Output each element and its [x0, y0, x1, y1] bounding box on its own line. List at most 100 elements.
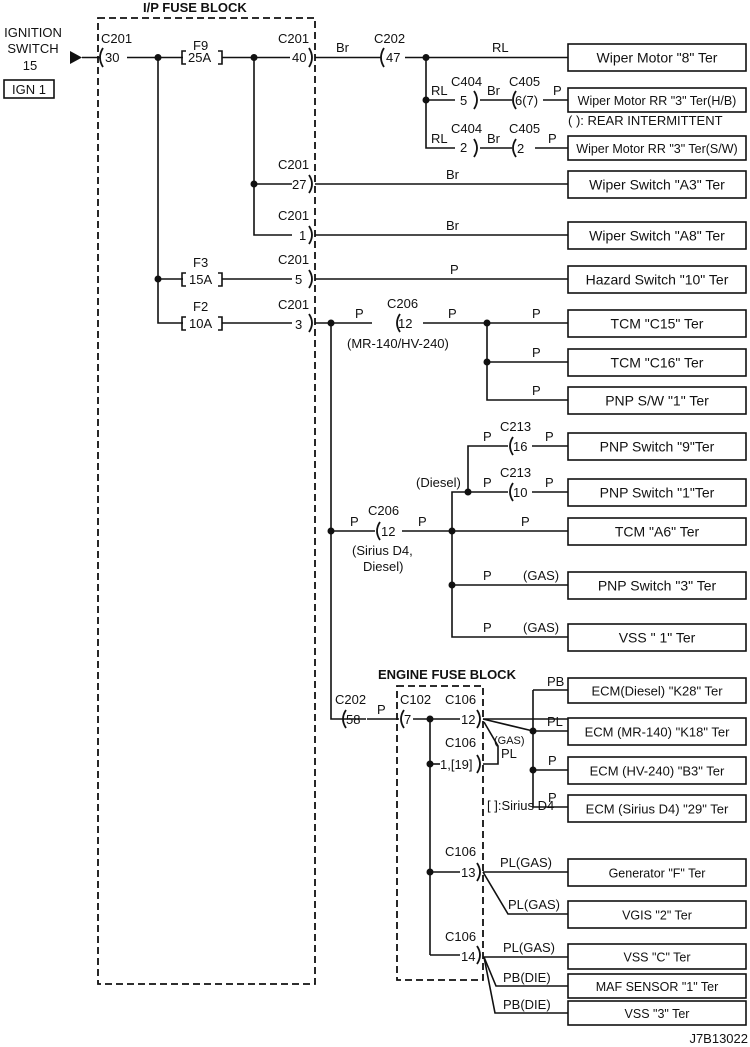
terminal-box: ECM (Sirius D4) "29" Ter: [567, 794, 747, 823]
wire-label: P: [450, 262, 459, 277]
fuse-f3-rating: 15A: [189, 272, 212, 287]
c201-30-pin: 30: [105, 50, 119, 65]
c206a-label: C206: [387, 296, 418, 311]
terminal-label: PNP Switch "1"Ter: [600, 485, 715, 501]
terminal-label: Hazard Switch "10" Ter: [586, 272, 729, 288]
c201-30-connector: [99, 47, 104, 68]
c206a-pin: 12: [398, 316, 412, 331]
c201-5-pin: 5: [295, 272, 302, 287]
wire-label: RL: [431, 131, 448, 146]
terminal-box: Wiper Switch "A3" Ter: [567, 170, 747, 199]
fuse-f3-name: F3: [193, 255, 208, 270]
terminal-box: TCM "A6" Ter: [567, 517, 747, 546]
wire-label: PL(GAS): [503, 940, 555, 955]
terminal-box-outline: [567, 386, 747, 415]
terminal-box-outline: [567, 756, 747, 785]
c404-5-label: C404: [451, 74, 482, 89]
wire-label: P: [448, 306, 457, 321]
terminal-box: PNP Switch "9"Ter: [567, 432, 747, 461]
c404-5-pin: 5: [460, 93, 467, 108]
wire-label: P: [532, 306, 541, 321]
c106-12-pin: 12: [461, 712, 475, 727]
wire-label: P: [532, 383, 541, 398]
wire-label: P: [418, 514, 427, 529]
terminal-label: Wiper Motor RR "3" Ter(H/B): [578, 94, 737, 108]
rear-intermittent-note: ( ): REAR INTERMITTENT: [568, 113, 723, 128]
terminal-label: VSS "C" Ter: [624, 951, 691, 965]
c106-12-label: C106: [445, 692, 476, 707]
terminal-box-outline: [567, 265, 747, 294]
c102-7-label: C102: [400, 692, 431, 707]
terminal-box: TCM "C16" Ter: [567, 348, 747, 377]
terminal-box: PNP S/W "1" Ter: [567, 386, 747, 415]
terminal-label: Wiper Motor RR "3" Ter(S/W): [576, 142, 737, 156]
wire-label: P: [545, 475, 554, 490]
terminal-box: Wiper Motor RR "3" Ter(S/W): [567, 135, 747, 161]
terminal-box-outline: [567, 348, 747, 377]
wire-label: P: [548, 790, 557, 805]
terminal-box: Wiper Switch "A8" Ter: [567, 221, 747, 250]
c213-16-label: C213: [500, 419, 531, 434]
terminal-box-outline: [567, 943, 747, 970]
wire-label: P: [548, 753, 557, 768]
terminal-box-outline: [567, 478, 747, 507]
wire-label: Br: [336, 40, 350, 55]
terminal-box-outline: [567, 717, 747, 746]
terminal-box-outline: [567, 517, 747, 546]
wire-label: P: [350, 514, 359, 529]
c201-3-pin: 3: [295, 317, 302, 332]
terminal-box: Wiper Motor "8" Ter: [567, 43, 747, 72]
terminal-box-outline: [567, 677, 747, 704]
c405-2-label: C405: [509, 121, 540, 136]
c202-47-label: C202: [374, 31, 405, 46]
terminal-box: ECM (HV-240) "B3" Ter: [567, 756, 747, 785]
terminal-label: PNP Switch "9"Ter: [600, 439, 715, 455]
terminal-label: ECM (MR-140) "K18" Ter: [585, 725, 730, 740]
wire-label: P: [532, 345, 541, 360]
wire-label: PB(DIE): [503, 970, 551, 985]
terminal-box: PNP Switch "1"Ter: [567, 478, 747, 507]
wire-label: P: [483, 568, 492, 583]
c405-6-label: C405: [509, 74, 540, 89]
engine-fuse-block-outline: [396, 685, 484, 981]
fuse-f2-rating: 10A: [189, 316, 212, 331]
wire-label: P: [553, 83, 562, 98]
terminal-label: VSS "3" Ter: [625, 1007, 690, 1021]
wire-label: (GAS): [523, 620, 559, 635]
wire-label: Br: [487, 131, 501, 146]
c201-3-label: C201: [278, 297, 309, 312]
c206b-pin: 12: [381, 524, 395, 539]
terminal-box-outline: [567, 973, 747, 999]
terminal-box: MAF SENSOR "1" Ter: [567, 973, 747, 999]
engine-fuse-block-title: ENGINE FUSE BLOCK: [378, 667, 517, 682]
c201-1-label: C201: [278, 208, 309, 223]
terminal-box-outline: [567, 623, 747, 652]
terminal-label: TCM "C15" Ter: [611, 316, 704, 332]
wire-label: (GAS): [523, 568, 559, 583]
c201-5-label: C201: [278, 252, 309, 267]
terminal-box-outline: [567, 309, 747, 338]
terminal-box-outline: [567, 221, 747, 250]
fuse-f9-name: F9: [193, 38, 208, 53]
wire-label: (GAS): [494, 735, 525, 747]
wire-label: Br: [446, 218, 460, 233]
c106-14-pin: 14: [461, 949, 475, 964]
c405-2-pin: 2: [517, 141, 524, 156]
source-line3: 15: [23, 58, 37, 73]
terminal-label: ECM (HV-240) "B3" Ter: [590, 764, 725, 779]
wire-label: RL: [492, 40, 509, 55]
wire-label: P: [355, 306, 364, 321]
terminal-label: MAF SENSOR "1" Ter: [596, 980, 719, 994]
ip-fuse-block-title: I/P FUSE BLOCK: [143, 0, 247, 15]
wire-label: P: [483, 620, 492, 635]
terminal-box: TCM "C15" Ter: [567, 309, 747, 338]
c202-58-pin: 58: [346, 712, 360, 727]
wire-label: PB: [547, 674, 564, 689]
wire-label: P: [483, 429, 492, 444]
terminal-label: Wiper Switch "A8" Ter: [589, 228, 725, 244]
wire-label: P: [545, 429, 554, 444]
wire-label: P: [521, 514, 530, 529]
terminal-box: ECM(Diesel) "K28" Ter: [567, 677, 747, 704]
terminal-label: VGIS "2" Ter: [622, 909, 692, 923]
